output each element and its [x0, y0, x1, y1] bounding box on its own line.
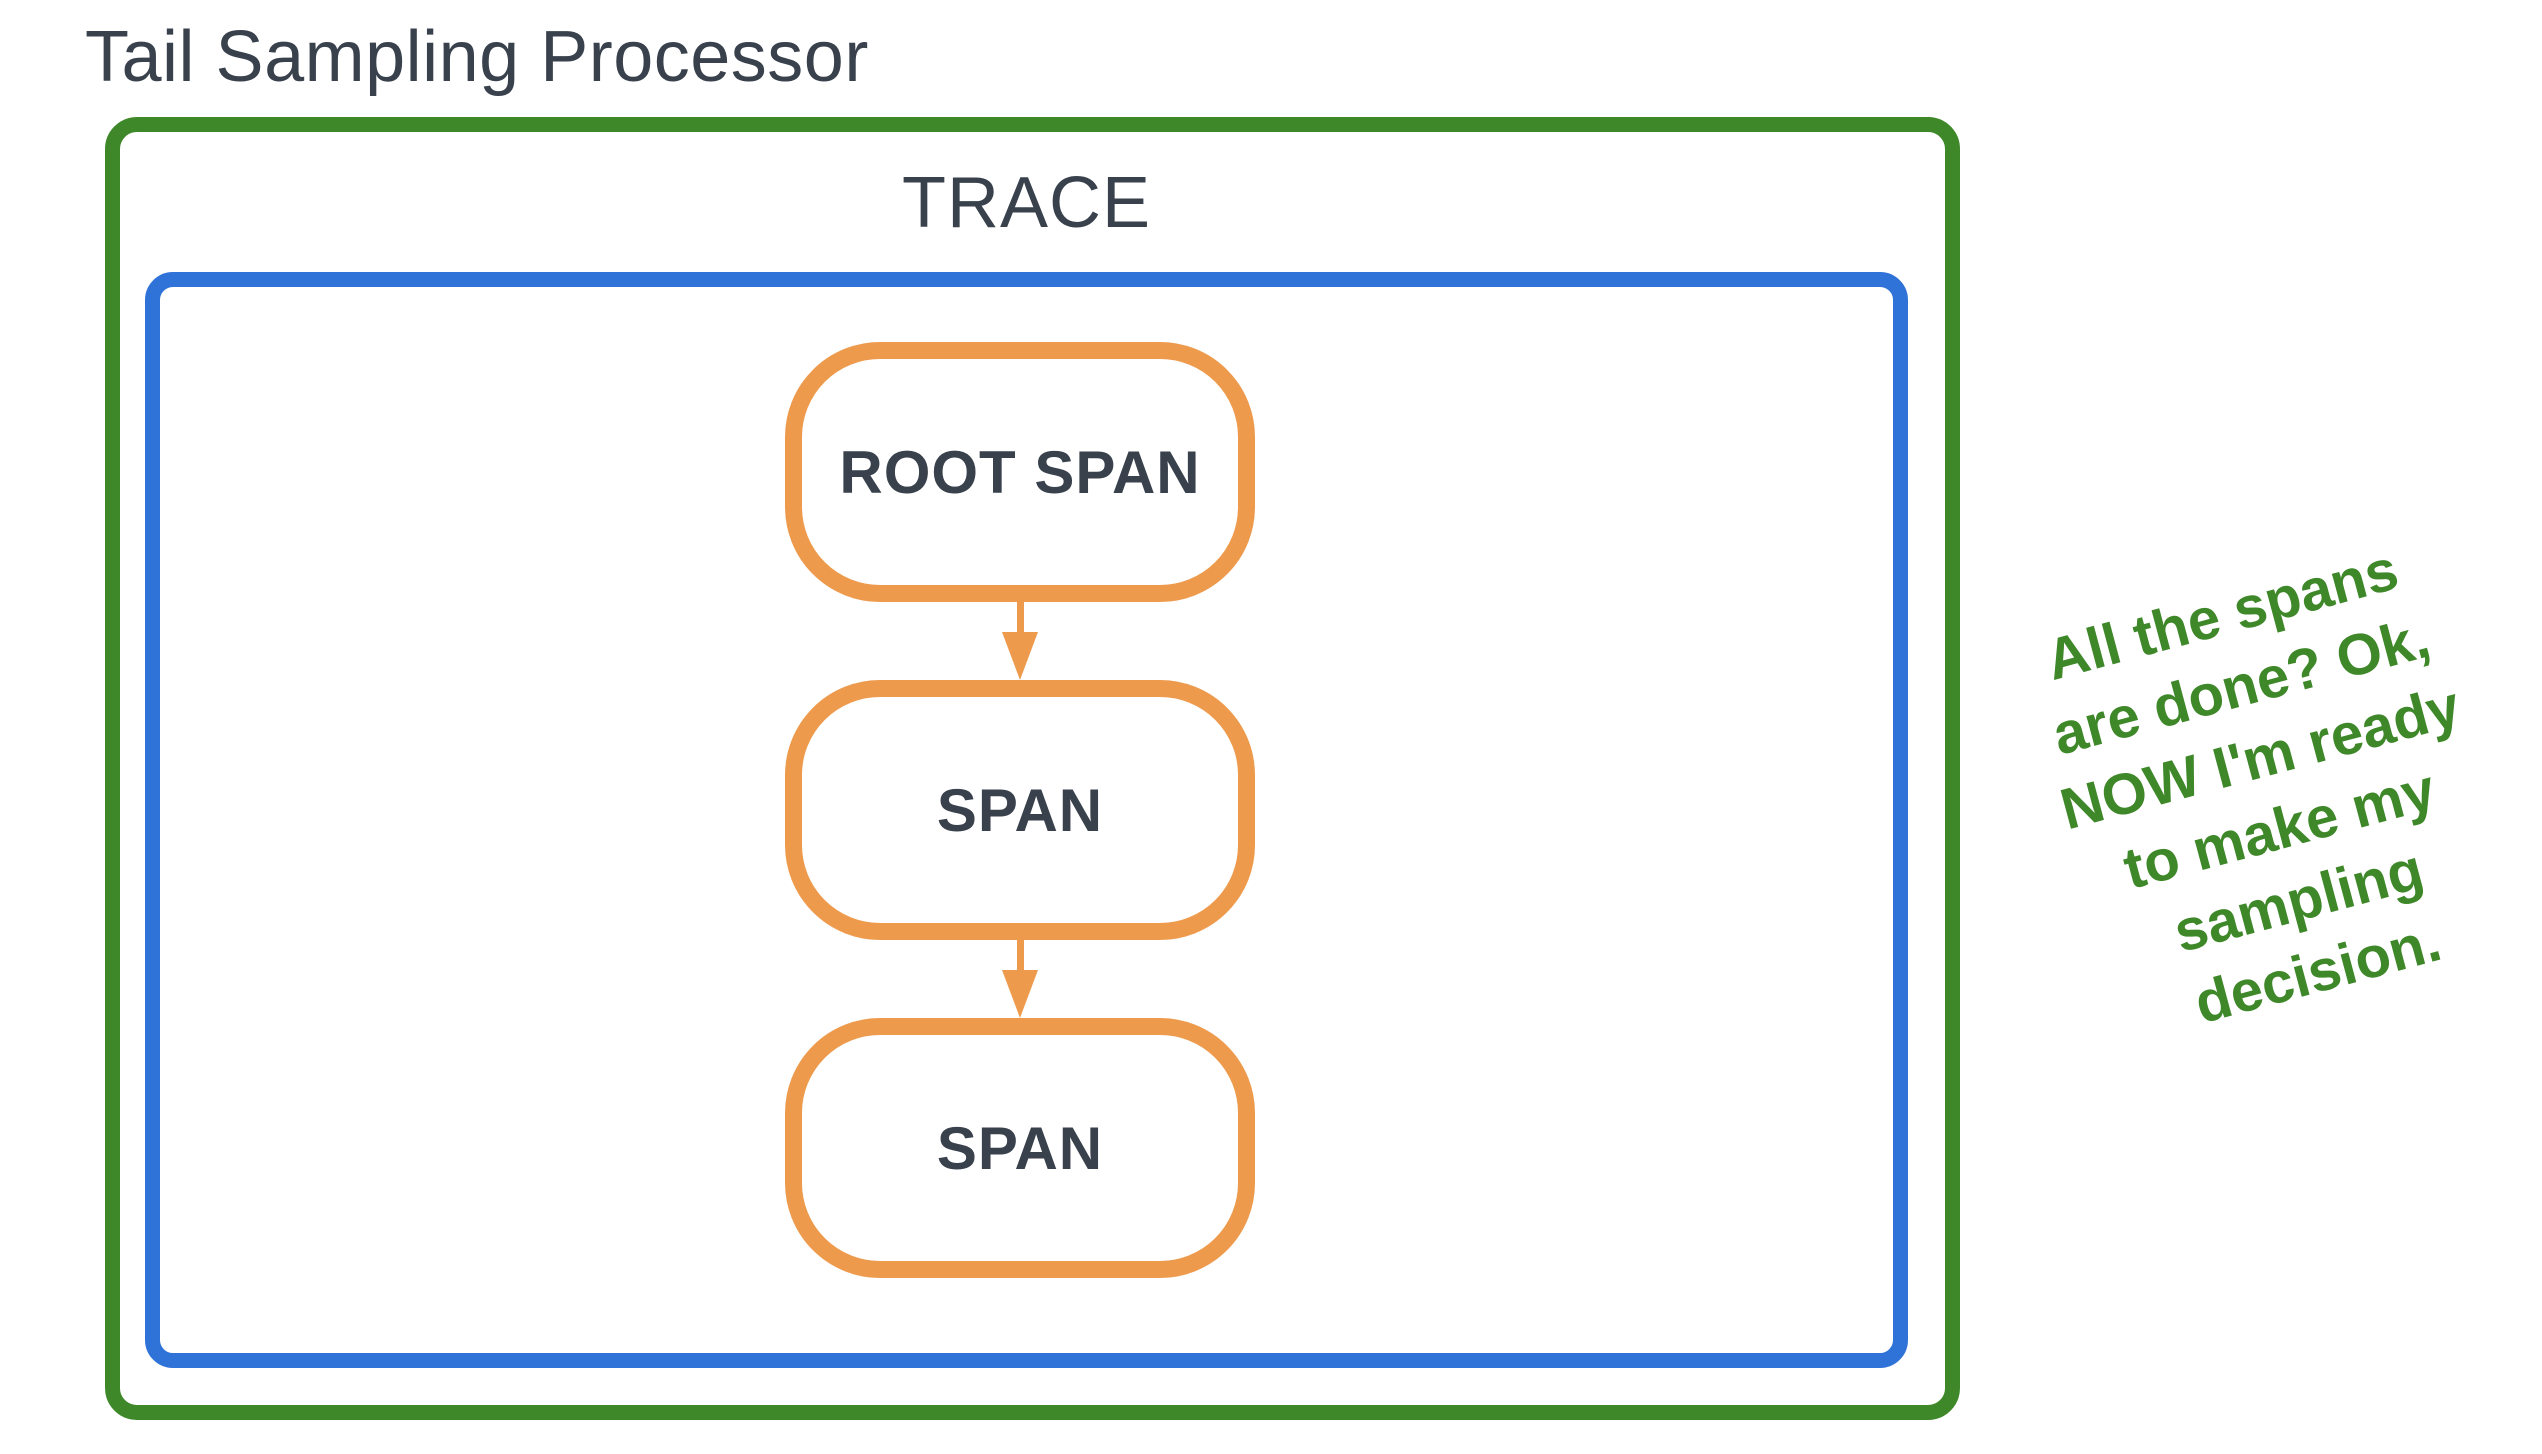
root-span-node: ROOT SPAN [785, 342, 1255, 602]
root-span-label: ROOT SPAN [839, 438, 1201, 506]
diagram-title: Tail Sampling Processor [85, 17, 869, 97]
arrow-down-icon [1002, 632, 1038, 680]
span-node: SPAN [785, 680, 1255, 940]
span-label: SPAN [936, 1114, 1104, 1182]
sampling-decision-annotation: All the spans are done? Ok, NOW I'm read… [1952, 510, 2542, 1079]
span-label: SPAN [936, 776, 1104, 844]
span-node: SPAN [785, 1018, 1255, 1278]
trace-label: TRACE [901, 163, 1152, 243]
connector-arrow-stem [1017, 602, 1024, 634]
trace-box [145, 272, 1908, 1368]
arrow-down-icon [1002, 970, 1038, 1018]
tail-sampling-processor-box [105, 117, 1960, 1420]
connector-arrow-stem [1017, 937, 1024, 970]
